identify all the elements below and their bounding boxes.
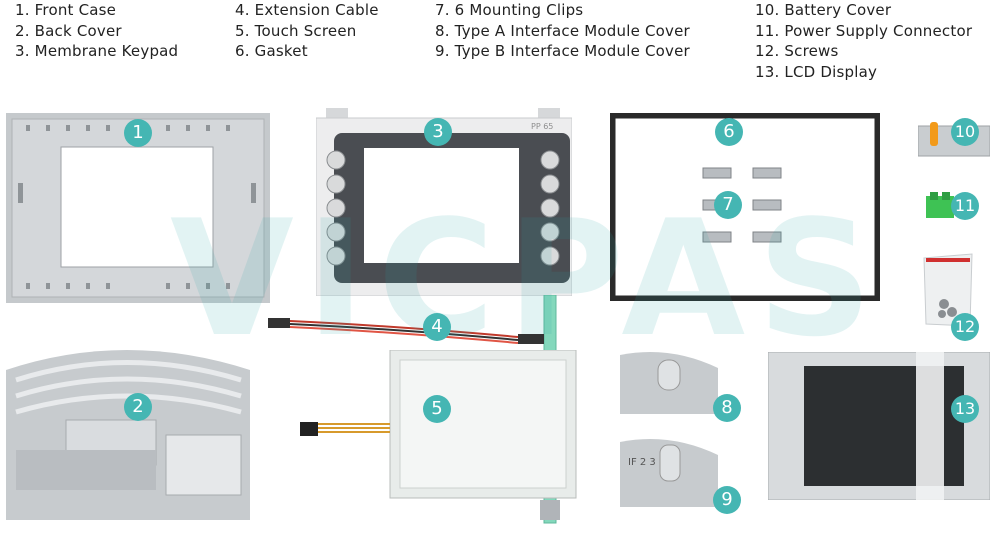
badge-2: 2 — [124, 393, 152, 421]
gasket-image — [610, 113, 880, 301]
lcd-display-image — [768, 352, 990, 500]
watermark: VICPAS — [170, 185, 885, 372]
keypad-brand-label: PP 65 — [531, 122, 553, 131]
legend-column-2: 4. Extension Cable 5. Touch Screen 6. Ga… — [235, 0, 379, 62]
if-cover-label: IF 2 3 — [628, 457, 656, 468]
badge-9: 9 — [713, 486, 741, 514]
power-connector-image — [926, 192, 954, 218]
badge-13: 13 — [951, 395, 979, 423]
legend-column-3: 7. 6 Mounting Clips 8. Type A Interface … — [435, 0, 690, 62]
membrane-keypad-image: PP 65 — [316, 108, 572, 296]
touch-screen-image — [300, 350, 577, 499]
back-cover-image — [6, 350, 250, 520]
legend-item: 8. Type A Interface Module Cover — [435, 21, 690, 40]
legend-item: 1. Front Case — [15, 1, 117, 19]
badge-5: 5 — [423, 395, 451, 423]
legend-item: 10. Battery Cover — [755, 1, 892, 19]
extension-cable-image — [268, 318, 544, 344]
badge-3: 3 — [424, 118, 452, 146]
badge-6: 6 — [715, 118, 743, 146]
badge-1: 1 — [124, 119, 152, 147]
type-a-cover-image — [620, 351, 718, 414]
legend-item: 7. 6 Mounting Clips — [435, 1, 584, 19]
legend-item: 5. Touch Screen — [235, 21, 357, 40]
legend-item: 12. Screws — [755, 42, 839, 61]
legend-item: 4. Extension Cable — [235, 1, 379, 19]
badge-8: 8 — [713, 394, 741, 422]
legend-item: 2. Back Cover — [15, 21, 122, 40]
type-b-cover-image: IF 2 3 — [620, 438, 718, 507]
badge-12: 12 — [951, 313, 979, 341]
badge-11: 11 — [951, 192, 979, 220]
legend-column-1: 1. Front Case 2. Back Cover 3. Membrane … — [15, 0, 178, 62]
badge-10: 10 — [951, 118, 979, 146]
legend-item: 13. LCD Display — [755, 62, 878, 81]
badge-7: 7 — [714, 191, 742, 219]
legend-item: 11. Power Supply Connector — [755, 21, 973, 40]
badge-4: 4 — [423, 313, 451, 341]
legend-item: 3. Membrane Keypad — [15, 42, 179, 61]
legend-item: 9. Type B Interface Module Cover — [435, 42, 690, 61]
legend-item: 6. Gasket — [235, 42, 308, 61]
legend-column-4: 10. Battery Cover 11. Power Supply Conne… — [755, 0, 972, 82]
